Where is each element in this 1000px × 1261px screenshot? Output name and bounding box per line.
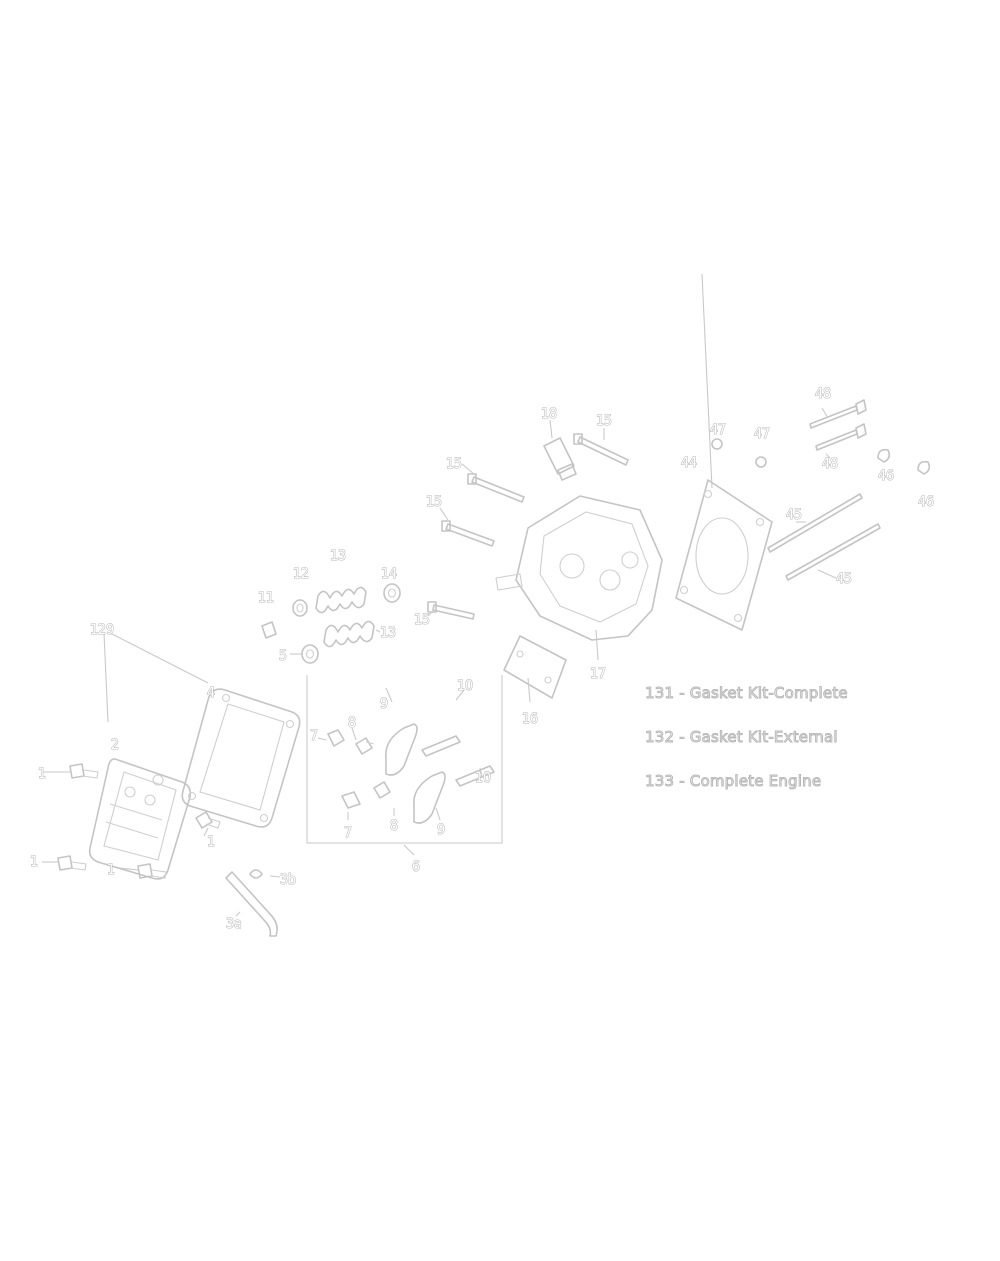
rocker-group-bracket [306,675,503,844]
callout-13-lower: 13 [380,625,396,641]
callout-2: 2 [111,737,119,753]
valve-spring-13-lower [323,620,375,648]
callout-129: 129 [90,622,114,638]
head-plate-16 [503,635,567,699]
callout-9-lower: 9 [437,822,445,838]
callout-8-lower: 8 [390,818,398,834]
callout-1-bottom: 1 [107,862,115,878]
rocker-stud-10-upper [421,735,461,757]
parts-legend: 131 - Gasket Kit-Complete 132 - Gasket K… [645,683,849,815]
callout-3a: 3a [226,916,242,932]
callout-labels: 129 4 2 1 1 1 1 3b 3a 11 12 13 13 14 5 7… [29,385,934,932]
callout-46-a: 46 [878,468,894,484]
legend-item-132: 132 - Gasket Kit-External [645,728,839,747]
callout-9-upper: 9 [380,696,388,712]
breather-tube-3a [225,871,278,937]
callout-15-b: 15 [446,456,462,472]
spring-retainer-12 [292,599,308,617]
push-rod-45-b [785,523,881,581]
callout-13-upper: 13 [330,548,346,564]
spark-plug-18 [543,437,577,481]
part-47-b [755,456,767,468]
callout-46-b: 46 [918,494,934,510]
valve-seal-14 [383,583,401,603]
callout-12: 12 [293,566,309,582]
callout-7-lower: 7 [344,825,352,841]
callout-5: 5 [279,648,287,664]
valve-cover [88,758,192,880]
rocker-arm-9-upper [385,723,418,776]
head-bolt-15-a [573,433,629,466]
callout-45-a: 45 [786,507,802,523]
callout-15-a: 15 [596,413,612,429]
callout-8-upper: 8 [348,715,356,731]
leader-lines [42,273,837,917]
callout-1-lower-left: 1 [30,854,38,870]
callout-18: 18 [541,406,557,422]
callout-16: 16 [522,711,538,727]
callout-15-d: 15 [414,612,430,628]
callout-44: 44 [681,455,697,471]
callout-48-b: 48 [822,456,838,472]
callout-17: 17 [590,666,606,682]
rocker-pivot-8-lower [373,781,391,799]
head-bolt-15-b [467,473,525,503]
callout-47-b: 47 [754,426,770,442]
rocker-nut-7-upper [327,729,345,747]
head-bolt-15-d [427,601,475,620]
callout-7-upper: 7 [310,728,318,744]
valve-keeper-11 [261,621,277,639]
callout-48-a: 48 [815,386,831,402]
push-rod-45-a [767,493,863,553]
bolt-1-right [195,811,221,829]
spring-seat-5 [301,644,319,664]
bolt-1-bottom [137,863,167,879]
rocker-arm-9-lower [413,771,446,824]
callout-10-lower: 10 [475,770,491,786]
callout-45-b: 45 [836,571,852,587]
valve-48-b [815,423,867,451]
valve-spring-13-upper [315,586,367,614]
bolt-1-upper [69,763,99,779]
callout-10-upper: 10 [457,678,473,694]
callout-47-a: 47 [710,422,726,438]
cylinder-head-17 [495,495,663,641]
callout-6: 6 [412,859,420,875]
callout-1-upper: 1 [38,766,46,782]
callout-11: 11 [258,590,274,606]
tube-clip-3b [249,869,263,879]
part-47-a [711,438,723,450]
callout-4: 4 [207,685,215,701]
callout-1-right: 1 [207,834,215,850]
legend-item-133: 133 - Complete Engine [645,772,822,791]
head-gasket-44 [675,479,773,631]
callout-15-c: 15 [426,494,442,510]
valve-48-a [809,399,867,429]
callout-14: 14 [381,566,397,582]
legend-item-131: 131 - Gasket Kit-Complete [645,684,849,703]
rocker-stud-10-lower [455,765,495,787]
rocker-pivot-8-upper [355,737,375,755]
callout-3b: 3b [280,872,296,888]
clip-46-a [877,448,891,463]
head-bolt-15-c [441,520,495,547]
valve-cover-gasket [181,688,301,828]
clip-46-b [917,460,931,475]
rocker-nut-7-lower [341,791,361,809]
bolt-1-lower-left [57,855,87,871]
